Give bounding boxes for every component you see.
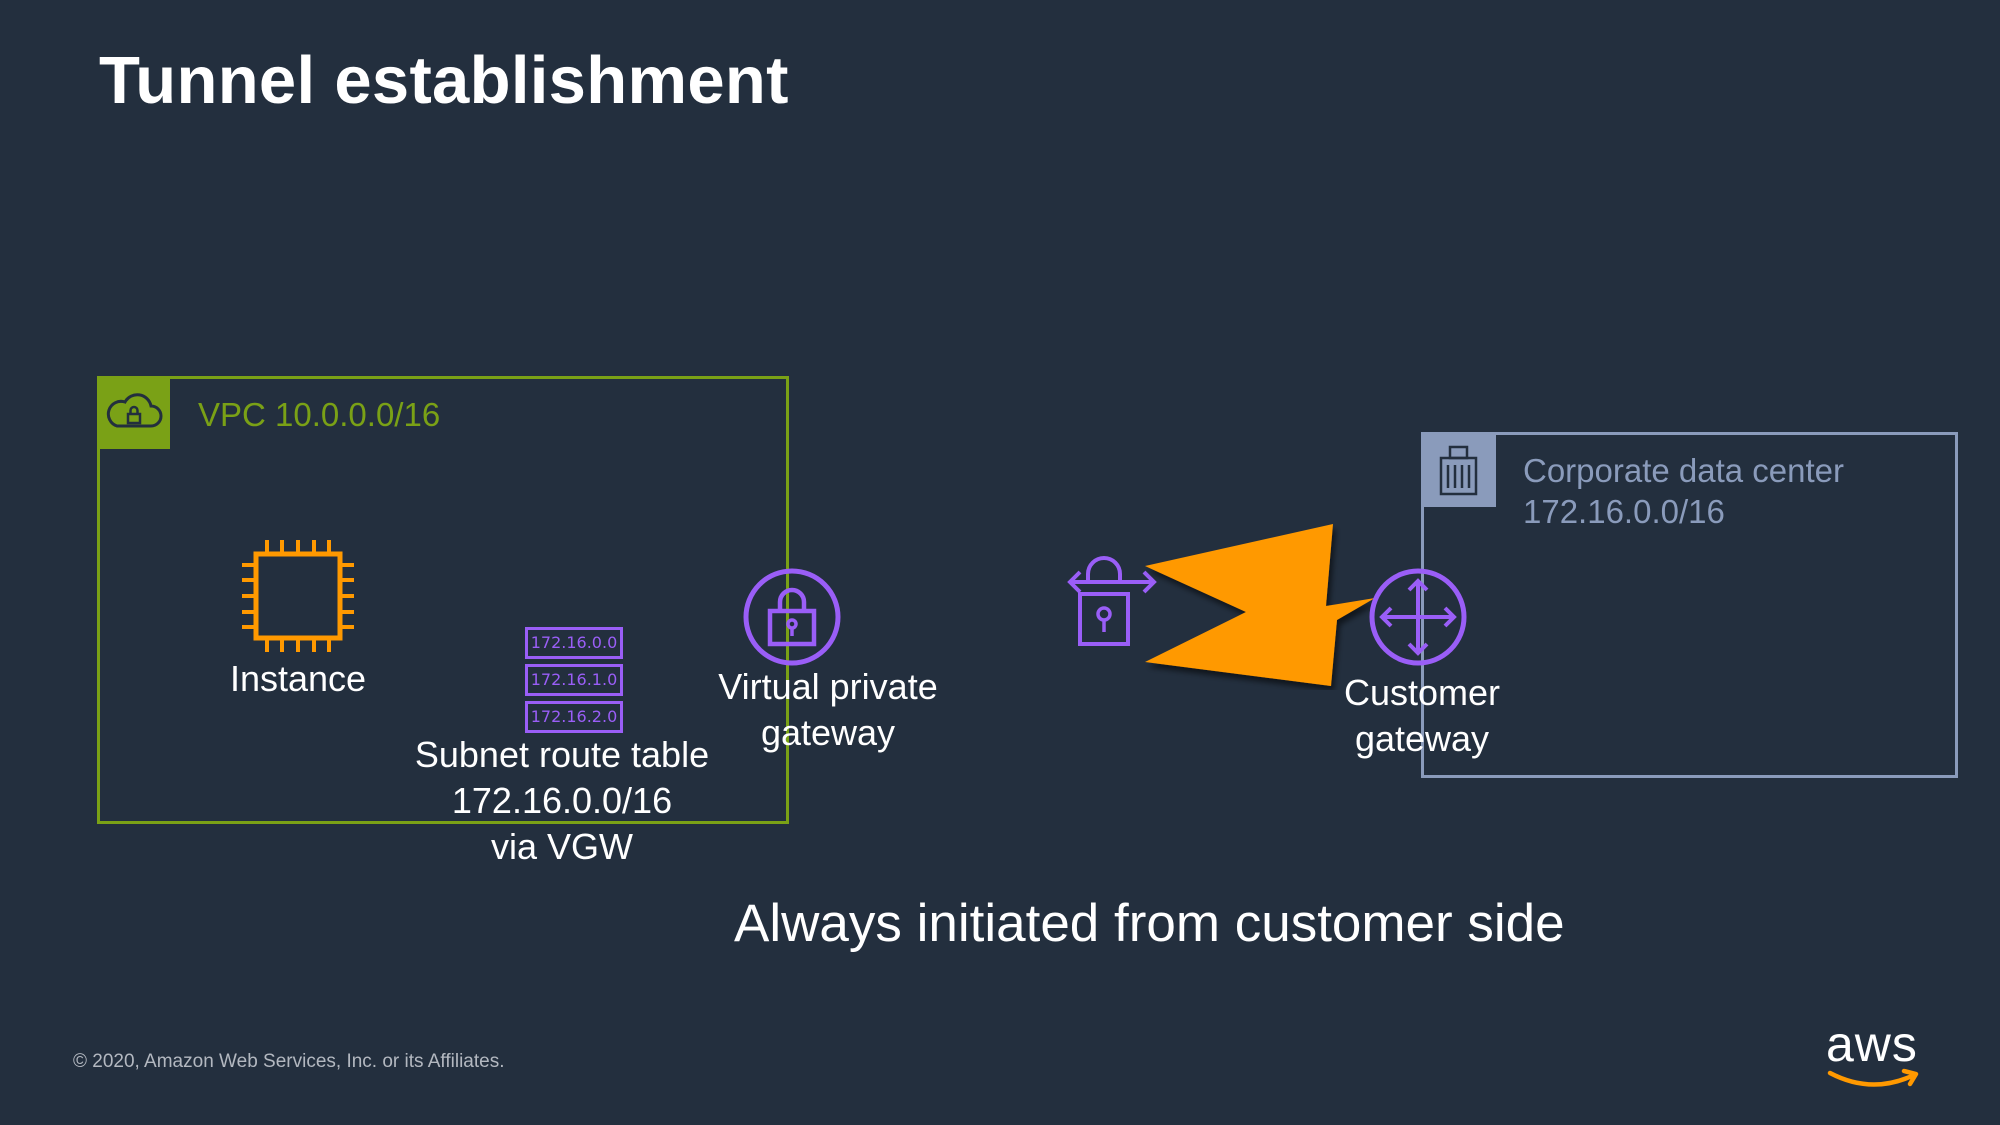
lightning-bolt-shape [1145,524,1375,686]
route-table-label-cidr: 172.16.0.0/16 [451,780,673,821]
route-table-entry: 172.16.0.0 [525,627,623,659]
route-table-entry: 172.16.2.0 [525,701,623,733]
route-table-label-target: via VGW [490,826,633,867]
vgw-label: Virtual private gateway [678,664,978,756]
vgw-label-line1: Virtual private [718,666,938,707]
route-table-icon: 172.16.0.0 172.16.1.0 172.16.2.0 [525,627,623,733]
aws-logo-text: aws [1826,1016,1918,1072]
vpn-lock-icon [1067,556,1157,646]
route-table-label: Subnet route table 172.16.0.0/16 via VGW [362,732,762,870]
slide-title: Tunnel establishment [99,43,789,118]
route-table-label-title: Subnet route table [414,734,710,775]
datacenter-label-cidr: 172.16.0.0/16 [1523,493,1725,530]
tunnel-note: Always initiated from customer side [734,894,1565,953]
datacenter-label: Corporate data center 172.16.0.0/16 [1523,450,1844,532]
vpc-container [97,376,789,824]
datacenter-label-name: Corporate data center [1523,452,1845,489]
padlock-circle-icon [743,568,841,666]
datacenter-container [1421,432,1958,778]
route-table-entry: 172.16.1.0 [525,664,623,696]
vpc-badge [97,376,170,449]
office-building-icon [1439,445,1478,496]
lightning-bolt-arrow-icon [1145,524,1375,686]
cgw-label-line1: Customer [1343,672,1501,713]
cloud-lock-icon [106,393,163,428]
ec2-instance-chip-icon [242,540,354,652]
vpc-label: VPC 10.0.0.0/16 [198,396,441,433]
router-arrows-circle-icon [1369,568,1467,666]
vgw-label-line2: gateway [760,712,896,753]
instance-label: Instance [229,658,367,699]
cgw-label: Customer gateway [1272,670,1572,762]
cgw-label-line2: gateway [1354,718,1490,759]
aws-smile-icon [1827,1068,1919,1087]
datacenter-badge [1421,432,1496,507]
aws-logo: aws [1826,1016,1926,1091]
copyright-notice: © 2020, Amazon Web Services, Inc. or its… [73,1051,505,1072]
